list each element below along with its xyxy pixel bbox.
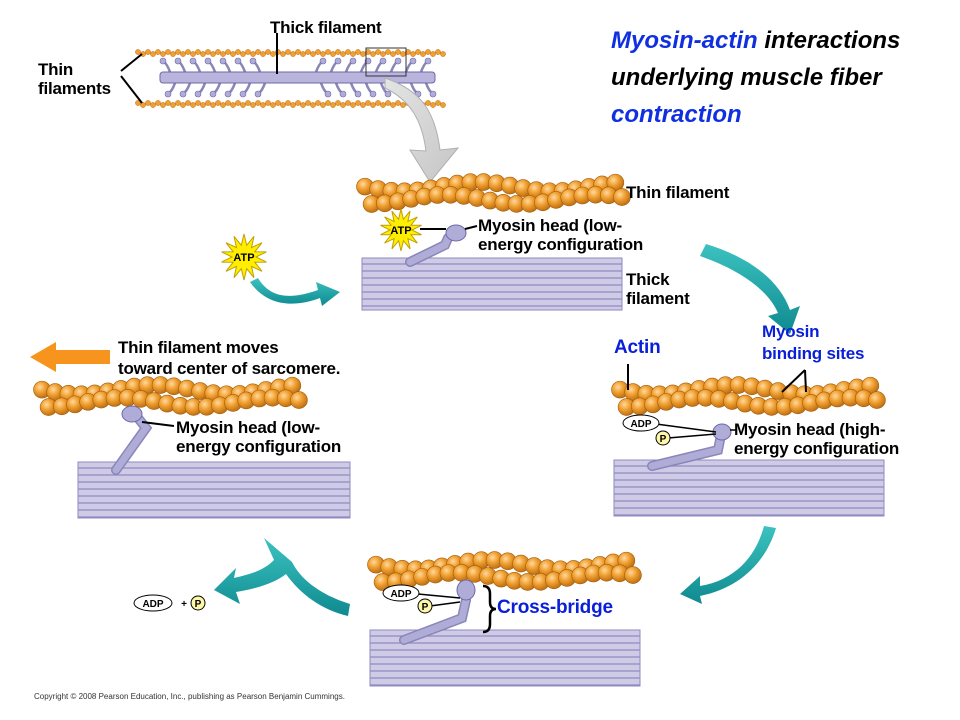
actin-label: Actin [614, 337, 661, 358]
figure-title: Myosin-actin interactions underlying mus… [611, 22, 900, 133]
step3-p-chip: P [417, 598, 433, 614]
title-line2: underlying muscle fiber [611, 64, 882, 91]
overview-thin-filament-bottom [135, 100, 446, 108]
step4-thick-filament [77, 461, 351, 519]
overview-thick-label: Thick filament [270, 18, 382, 37]
copyright-notice: Copyright © 2008 Pearson Education, Inc.… [34, 692, 345, 701]
step3-thin-filament [367, 551, 642, 591]
step1-panel [356, 173, 631, 311]
step2-myosin-neck [648, 436, 724, 470]
step1-atp-text: ATP [390, 225, 411, 237]
release-plus-text: + [181, 599, 187, 610]
step4-head-label-2: energy configuration [176, 437, 342, 456]
step3-adp-text: ADP [390, 589, 411, 600]
step3-panel [367, 551, 642, 687]
step3-myosin-head [456, 579, 476, 601]
atp-binding-arrow [250, 278, 340, 306]
title-line3: contraction [611, 101, 742, 128]
step2-adp-text: ADP [630, 419, 651, 430]
step1-atp-star [380, 208, 422, 252]
release-p-text: P [195, 599, 202, 610]
overview-zoom-box [365, 47, 407, 77]
step3-p-text: P [422, 602, 429, 613]
step4-thin-filament [33, 376, 308, 416]
step4-myosin-head [121, 405, 143, 423]
free-atp-chip: ATP [233, 252, 254, 264]
overview-thin-filament-top [135, 49, 446, 57]
binding-sites-label-2: binding sites [762, 344, 865, 363]
overview-thin-label-2: filaments [38, 79, 111, 98]
overview-thin-label-1: Thin [38, 60, 74, 79]
step2-head-label-1: Myosin head (high- [734, 420, 886, 439]
step1-thick-filament [361, 257, 623, 311]
step2-panel [611, 364, 886, 517]
title-line1-rest: interactions [764, 27, 901, 54]
overview-thin-pointer [120, 53, 143, 104]
step4-moves-label-1: Thin filament moves [118, 338, 279, 357]
cycle-arrow-2 [680, 526, 776, 604]
step4-moves-label-2: toward center of sarcomere. [118, 359, 341, 378]
step3-myosin-neck [400, 596, 470, 644]
step2-p-chip: P [655, 430, 671, 446]
step3-adp-chip: ADP [382, 584, 420, 602]
step4-head-label-1: Myosin head (low- [176, 418, 320, 437]
step2-p-text: P [660, 434, 667, 445]
step1-myosin-head [445, 224, 467, 242]
step4-myosin-neck [112, 414, 151, 474]
step1-thick-label-2: filament [626, 289, 690, 308]
cross-bridge-brace [482, 584, 497, 634]
free-atp-star [221, 233, 267, 281]
released-adp-p: ADP + P [133, 594, 206, 612]
step2-thin-filament [611, 376, 886, 416]
cycle-arrow-3 [214, 538, 350, 616]
step1-head-label-1: Myosin head (low- [478, 216, 622, 235]
step1-thick-label-1: Thick [626, 270, 670, 289]
cross-bridge-label: Cross-bridge [497, 597, 613, 618]
cycle-arrow-1 [700, 244, 800, 334]
step2-head-label-2: energy configuration [734, 439, 900, 458]
step1-thin-label: Thin filament [626, 183, 730, 202]
title-highlight: Myosin-actin [611, 27, 758, 54]
release-adp-text: ADP [142, 599, 163, 610]
step1-thin-filament [356, 173, 631, 213]
free-atp-text: ATP [233, 252, 254, 264]
zoom-arrow [384, 77, 460, 183]
step1-atp-chip: ATP [390, 225, 411, 237]
movement-arrow [30, 342, 110, 372]
step1-head-label-2: energy configuration [478, 235, 644, 254]
step2-adp-chip: ADP [622, 414, 660, 432]
overview-sarcomere [120, 33, 446, 108]
binding-sites-label-1: Myosin [762, 322, 820, 341]
binding-sites-pointer [781, 369, 807, 393]
step4-panel [30, 342, 351, 519]
